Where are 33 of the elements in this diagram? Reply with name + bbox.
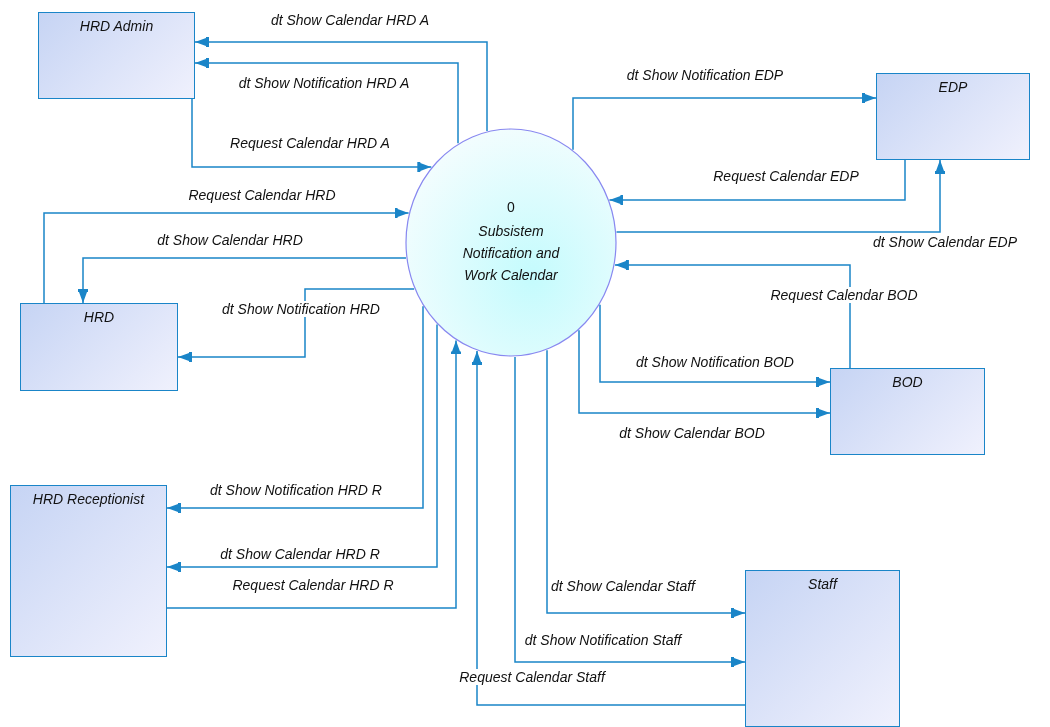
edge-label: Request Calendar BOD (768, 287, 920, 303)
entity-name: Staff (807, 576, 839, 592)
entity-name: BOD (891, 374, 924, 390)
edge-label: Request Calendar HRD A (228, 135, 392, 151)
entity-name: HRD Admin (78, 18, 155, 34)
edge-label: dt Show Notification HRD A (236, 75, 412, 91)
edge-label: dt Show Notification Staff (522, 632, 684, 648)
external-entity-box (20, 303, 178, 391)
edge-label: dt Show Calendar HRD (155, 232, 305, 248)
external-entity-box (38, 12, 195, 99)
entity-name: EDP (937, 79, 969, 95)
external-entity-box (830, 368, 985, 455)
edge-label: Request Calendar Staff (457, 669, 607, 685)
process-circle (405, 128, 617, 357)
edge-label: dt Show Notification BOD (634, 354, 796, 370)
edge-label: dt Show Calendar BOD (617, 425, 767, 441)
edge-label: dt Show Notification HRD (220, 301, 382, 317)
edge-label: dt Show Calendar HRD R (218, 546, 382, 562)
process-number: 0 (506, 198, 516, 216)
external-entity-box (876, 73, 1030, 160)
edge-label: Request Calendar EDP (711, 168, 861, 184)
edge-label: dt Show Notification EDP (624, 67, 786, 83)
edge-label: dt Show Notification HRD R (208, 482, 384, 498)
entity-name: HRD Receptionist (31, 491, 146, 507)
edge-label: Request Calendar HRD (186, 187, 338, 203)
external-entity-box (10, 485, 167, 657)
edge-label: dt Show Calendar EDP (871, 234, 1019, 250)
external-entity-box (745, 570, 900, 727)
process-name: Subsistem Notification and Work Calendar (461, 222, 561, 285)
edge-label: dt Show Calendar Staff (549, 578, 697, 594)
entity-name: HRD (82, 309, 116, 325)
edge-label: Request Calendar HRD R (230, 577, 396, 593)
edge-label: dt Show Calendar HRD A (268, 12, 432, 28)
